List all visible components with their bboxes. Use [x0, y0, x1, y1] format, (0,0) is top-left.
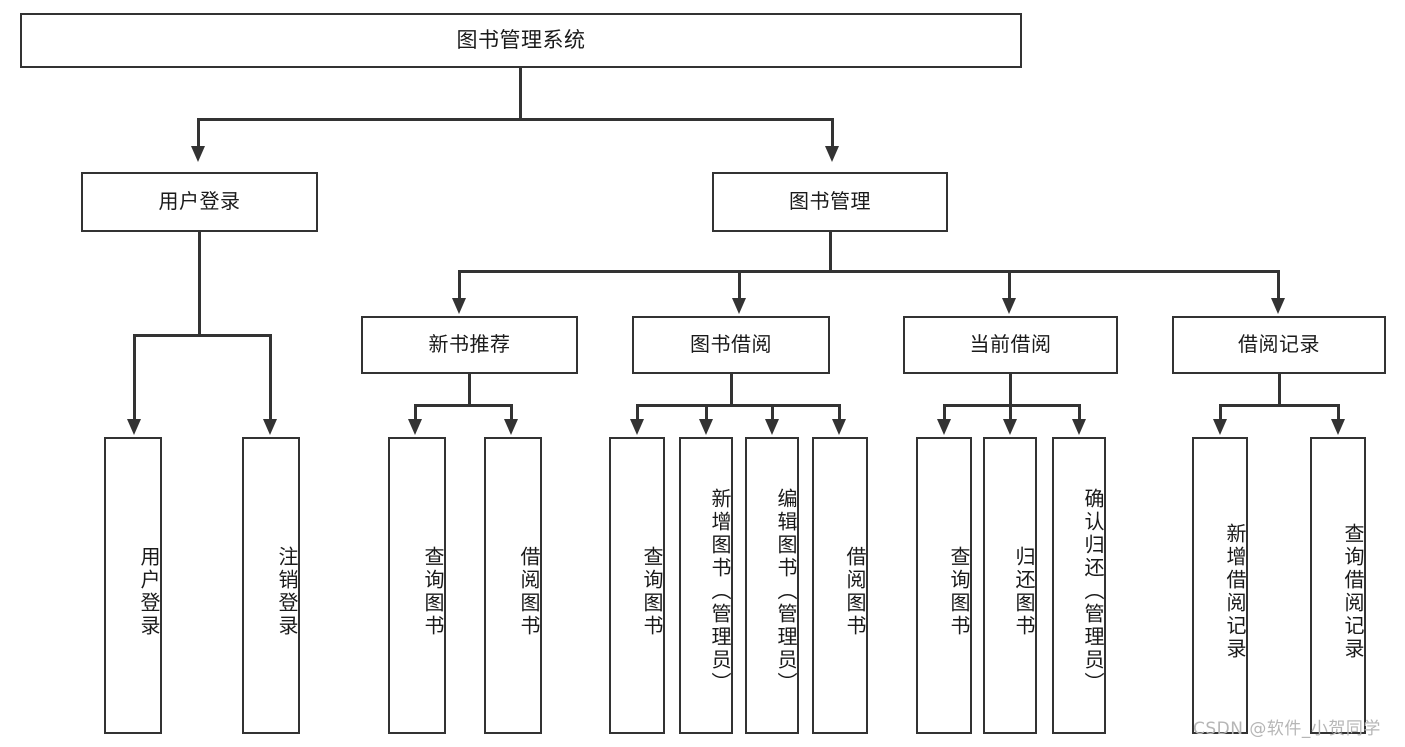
arrow-leaf-query-book-3	[937, 419, 951, 435]
connector-drop-borrow-record	[1277, 270, 1280, 300]
connector-root-stem	[519, 68, 522, 120]
leaf-edit-book-admin[interactable]: 编辑图书（管理员）	[745, 437, 799, 734]
arrow-user-login	[191, 146, 205, 162]
connector-new-book-rec-stem	[468, 374, 471, 406]
node-root-system[interactable]: 图书管理系统	[20, 13, 1022, 68]
connector-borrow-record-stem	[1278, 374, 1281, 406]
leaf-query-borrow-record[interactable]: 查询借阅记录	[1310, 437, 1366, 734]
arrow-leaf-borrow-book-1	[504, 419, 518, 435]
connector-drop-book-borrow	[738, 270, 741, 300]
connector-drop-leaf-add-book	[705, 404, 708, 421]
arrow-leaf-add-record	[1213, 419, 1227, 435]
node-user-login[interactable]: 用户登录	[81, 172, 318, 232]
leaf-query-book-new-rec[interactable]: 查询图书	[388, 437, 446, 734]
arrow-leaf-user-login	[127, 419, 141, 435]
arrow-leaf-logout	[263, 419, 277, 435]
arrow-leaf-return-book	[1003, 419, 1017, 435]
connector-drop-current-borrow	[1008, 270, 1011, 300]
arrow-book-manage	[825, 146, 839, 162]
connector-user-login-stem	[198, 232, 201, 336]
arrow-current-borrow	[1002, 298, 1016, 314]
connector-current-borrow-stem	[1009, 374, 1012, 406]
connector-drop-leaf-query-book-3	[943, 404, 946, 421]
connector-drop-leaf-confirm-return	[1078, 404, 1081, 421]
connector-drop-leaf-user-login	[133, 334, 136, 421]
connector-drop-leaf-query-book-1	[414, 404, 417, 421]
connector-borrow-record-bus	[1219, 404, 1339, 407]
node-book-borrow[interactable]: 图书借阅	[632, 316, 830, 374]
leaf-user-login[interactable]: 用户登录	[104, 437, 162, 734]
leaf-add-book-admin[interactable]: 新增图书（管理员）	[679, 437, 733, 734]
arrow-leaf-query-record	[1331, 419, 1345, 435]
connector-drop-leaf-borrow-book-2	[838, 404, 841, 421]
arrow-leaf-edit-book	[765, 419, 779, 435]
leaf-borrow-book[interactable]: 借阅图书	[812, 437, 868, 734]
connector-user-login-bus	[133, 334, 271, 337]
node-book-manage[interactable]: 图书管理	[712, 172, 948, 232]
leaf-query-book-current[interactable]: 查询图书	[916, 437, 972, 734]
connector-drop-user-login	[197, 118, 200, 146]
arrow-new-book-rec	[452, 298, 466, 314]
connector-level2-bus	[197, 118, 834, 121]
leaf-borrow-book-new-rec[interactable]: 借阅图书	[484, 437, 542, 734]
arrow-leaf-borrow-book-2	[832, 419, 846, 435]
connector-drop-new-book-rec	[458, 270, 461, 300]
connector-drop-leaf-return-book	[1009, 404, 1012, 421]
leaf-add-borrow-record[interactable]: 新增借阅记录	[1192, 437, 1248, 734]
leaf-return-book[interactable]: 归还图书	[983, 437, 1037, 734]
connector-book-manage-stem	[829, 232, 832, 272]
connector-book-manage-bus	[458, 270, 1279, 273]
connector-drop-book-manage	[831, 118, 834, 146]
node-new-book-rec[interactable]: 新书推荐	[361, 316, 578, 374]
arrow-leaf-query-book-1	[408, 419, 422, 435]
csdn-watermark: CSDN @软件_小贺同学	[1193, 719, 1381, 739]
connector-new-book-rec-bus	[414, 404, 511, 407]
leaf-query-book-borrow[interactable]: 查询图书	[609, 437, 665, 734]
leaf-confirm-return-admin[interactable]: 确认归还（管理员）	[1052, 437, 1106, 734]
connector-drop-leaf-query-record	[1337, 404, 1340, 421]
connector-drop-leaf-borrow-book-1	[510, 404, 513, 421]
arrow-leaf-confirm-return	[1072, 419, 1086, 435]
arrow-leaf-add-book	[699, 419, 713, 435]
node-borrow-record[interactable]: 借阅记录	[1172, 316, 1386, 374]
connector-drop-leaf-edit-book	[771, 404, 774, 421]
node-current-borrow[interactable]: 当前借阅	[903, 316, 1118, 374]
connector-drop-leaf-query-book-2	[636, 404, 639, 421]
arrow-leaf-query-book-2	[630, 419, 644, 435]
connector-drop-leaf-add-record	[1219, 404, 1222, 421]
connector-book-borrow-bus	[636, 404, 840, 407]
connector-current-borrow-bus	[943, 404, 1080, 407]
connector-book-borrow-stem	[730, 374, 733, 406]
connector-drop-leaf-logout	[269, 334, 272, 421]
leaf-logout[interactable]: 注销登录	[242, 437, 300, 734]
arrow-book-borrow	[732, 298, 746, 314]
arrow-borrow-record	[1271, 298, 1285, 314]
